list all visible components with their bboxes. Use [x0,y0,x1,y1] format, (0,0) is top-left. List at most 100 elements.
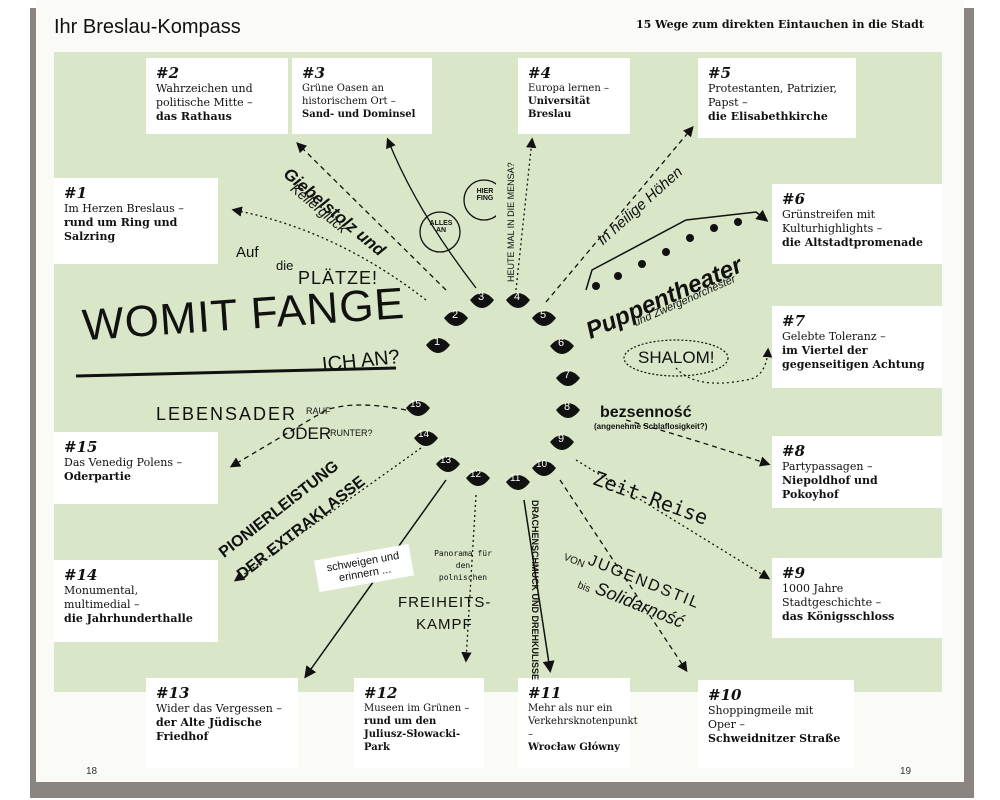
entry-desc: Das Venedig Polens – [64,456,182,469]
entry-highlight: rund um Ring und Salzring [64,216,178,243]
phrase-rauf: RAUF [306,406,331,416]
entry-12: #12 Museen im Grünen – rund um den Juliu… [354,678,484,768]
compass-14: 14 [418,429,430,440]
entry-desc: Protestanten, Patrizier, Papst – [708,82,837,109]
compass-8: 8 [564,401,571,413]
compass-1: 1 [434,336,441,348]
entry-number: #2 [156,64,180,82]
entry-highlight: der Alte Jüdische Friedhof [156,716,262,743]
phrase-lebensader: LEBENSADER [156,404,298,424]
right-page: 15 Wege zum direkten Eintauchen in die S… [496,0,964,782]
entry-number: #7 [782,312,806,330]
phrase-plaetze: PLÄTZE! [298,268,379,288]
left-arrows [75,137,504,679]
entry-desc: Monumental, multimedial – [64,584,140,611]
entry-7: #7 Gelebte Toleranz – im Viertel der geg… [772,306,942,388]
entry-number: #3 [302,64,326,82]
entry-number: #12 [364,684,398,702]
phrase-alles-an: ALLES AN [429,220,453,234]
entry-8: #8 Partypassagen – Niepoldhof und Pokoyh… [772,436,942,508]
phrase-hier-fing: HIER FING [476,188,494,202]
entry-desc: Im Herzen Breslaus – [64,202,184,215]
phrase-panorama: Panorama für den polnischen [434,549,492,582]
compass-2: 2 [452,309,459,321]
entry-3: #3 Grüne Oasen an historischem Ort – San… [292,58,432,134]
entry-10: #10 Shoppingmeile mit Oper – Schweidnitz… [698,680,854,768]
page-title: Ihr Breslau-Kompass [54,16,241,38]
compass-7: 7 [564,369,571,381]
entry-desc: Wider das Vergessen – [156,702,282,715]
entry-highlight: Oderpartie [64,470,131,483]
phrase-die: die [276,258,294,273]
entry-highlight: Niepoldhof und Pokoyhof [782,474,878,501]
entry-number: #8 [782,442,806,460]
phrase-shalom: SHALOM! [638,348,715,367]
entry-number: #6 [782,190,806,208]
entry-desc: Shoppingmeile mit Oper – [708,704,814,731]
entry-highlight: die Jahrhunderthalle [64,612,193,625]
entry-number: #1 [64,184,88,202]
phrase-drachenschmuck: DRACHENSCHMUCK UND DREHKULISSE [530,500,540,681]
phrase-schlaflosigkeit: (angenehme Schlaflosigkeit?) [594,422,708,431]
entry-highlight: das Rathaus [156,110,232,123]
entry-desc: Wahrzeichen und politische Mitte – [156,82,253,109]
entry-4: #4 Europa lernen – Universität Breslau [518,58,630,134]
entry-highlight: das Königsschloss [782,610,895,623]
entry-desc: 1000 Jahre Stadtgeschichte – [782,582,882,609]
phrase-auf: Auf [236,244,259,261]
entry-11: #11 Mehr als nur ein Verkehrsknotenpunkt… [518,678,638,768]
compass-13: 13 [440,455,452,466]
compass-10: 10 [536,459,548,470]
compass-5: 5 [540,309,547,321]
compass-9: 9 [558,433,565,445]
phrase-runter: RUNTER? [330,428,373,438]
entry-desc: Europa lernen – [528,83,609,94]
entry-desc: Partypassagen – [782,460,873,473]
entry-2: #2 Wahrzeichen und politische Mitte – da… [146,58,288,134]
entry-desc: Grüne Oasen an historischem Ort – [302,83,396,107]
entry-highlight: rund um den Juliusz-Słowacki-Park [364,716,461,753]
right-arrows [506,126,773,673]
entry-14: #14 Monumental, multimedial – die Jahrhu… [54,560,218,642]
entry-desc: Mehr als nur ein Verkehrsknotenpunkt – [528,703,638,740]
entry-desc: Gelebte Toleranz – [782,330,886,343]
entry-number: #4 [528,64,552,82]
left-page: Ihr Breslau-Kompass #2 Wahrzeichen und p… [36,0,504,782]
entry-highlight: die Altstadtpromenade [782,236,923,249]
compass-15: 15 [410,399,422,410]
phrase-freiheit-2: KAMPF [416,616,473,633]
entry-15: #15 Das Venedig Polens – Oderpartie [54,432,218,504]
phrase-oder: ODER [282,424,332,443]
entry-5: #5 Protestanten, Patrizier, Papst – die … [698,58,856,138]
entry-number: #9 [782,564,806,582]
page-number: 19 [900,766,912,777]
entry-number: #15 [64,438,98,456]
compass-3: 3 [478,291,485,303]
entry-desc: Grünstreifen mit Kulturhighlights – [782,208,883,235]
entry-1: #1 Im Herzen Breslaus – rund um Ring und… [54,178,218,264]
compass-4: 4 [514,291,521,303]
entry-highlight: Sand- und Dominsel [302,109,416,120]
page-number: 18 [86,766,98,777]
entry-9: #9 1000 Jahre Stadtgeschichte – das Köni… [772,558,942,638]
entry-number: #13 [156,684,190,702]
phrase-freiheit-1: FREIHEITS- [398,594,492,611]
entry-13: #13 Wider das Vergessen – der Alte Jüdis… [146,678,298,768]
entry-number: #14 [64,566,98,584]
compass-6: 6 [558,337,565,349]
entry-highlight: Universität Breslau [528,96,591,120]
entry-highlight: Wrocław Główny [528,742,620,753]
page-subtitle: 15 Wege zum direkten Eintauchen in die S… [636,18,924,31]
entry-number: #10 [708,686,742,704]
compass-11: 11 [510,473,521,484]
entry-6: #6 Grünstreifen mit Kulturhighlights – d… [772,184,942,264]
entry-number: #5 [708,64,732,82]
compass-12: 12 [470,469,482,480]
phrase-mensa: HEUTE MAL IN DIE MENSA? [506,162,516,282]
entry-desc: Museen im Grünen – [364,703,470,714]
phrase-bezsennosc: bezsenność [600,404,692,421]
entry-highlight: die Elisabethkirche [708,110,828,123]
entry-highlight: Schweidnitzer Straße [708,732,841,745]
entry-number: #11 [528,684,562,702]
entry-highlight: im Viertel der gegenseitigen Achtung [782,344,925,371]
